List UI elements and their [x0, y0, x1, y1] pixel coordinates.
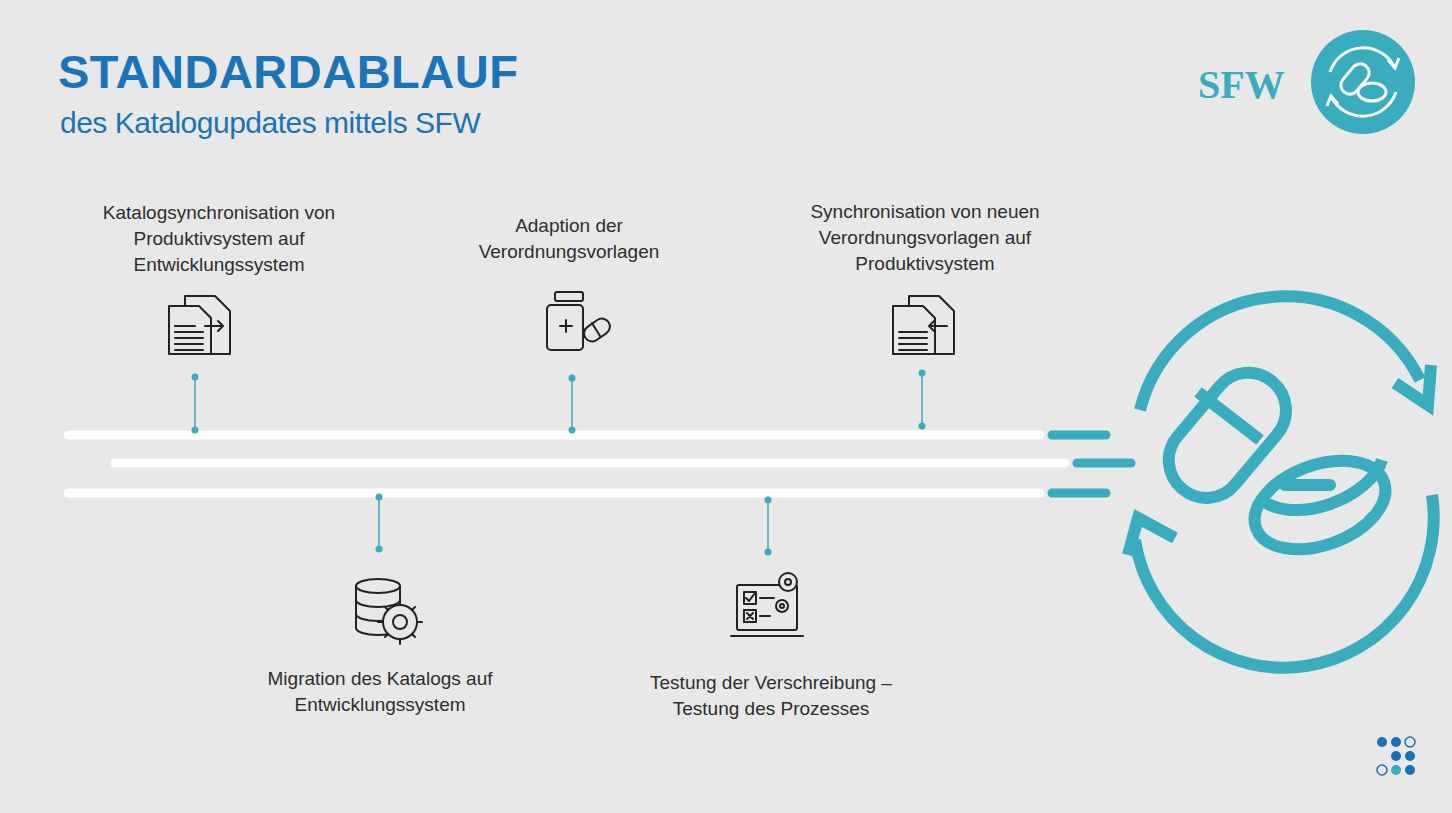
timeline-bar	[68, 431, 1040, 440]
corner-logo	[1377, 737, 1415, 775]
cycle-pill-illustration	[1128, 296, 1434, 667]
step-label: Katalogsynchronisation von Produktivsyst…	[74, 200, 364, 278]
document-sync-icon	[169, 296, 230, 354]
badge-circle	[1311, 30, 1415, 134]
database-gear-icon	[356, 579, 422, 644]
page-subtitle: des Katalogupdates mittels SFW	[60, 104, 480, 142]
step-label: Migration des Katalogs auf Entwicklungss…	[230, 666, 530, 718]
leader-dots	[192, 370, 926, 556]
step-label: Adaption der Verordnungsvorlagen	[454, 213, 684, 265]
badge-icon	[1327, 48, 1399, 116]
document-sync-icon	[893, 296, 954, 354]
leader-lines	[195, 373, 922, 552]
timeline-bar	[68, 489, 1040, 498]
step-label: Testung der Verschreibung – Testung des …	[621, 670, 921, 722]
test-process-icon	[731, 573, 803, 636]
brand-name: SFW	[1198, 62, 1285, 108]
timeline-bar	[115, 459, 1065, 468]
step-label: Synchronisation von neuen Verordnungsvor…	[780, 199, 1070, 277]
medicine-icon	[547, 292, 613, 350]
page-title: STANDARDABLAUF	[58, 44, 518, 100]
speed-dashes	[1052, 435, 1131, 493]
